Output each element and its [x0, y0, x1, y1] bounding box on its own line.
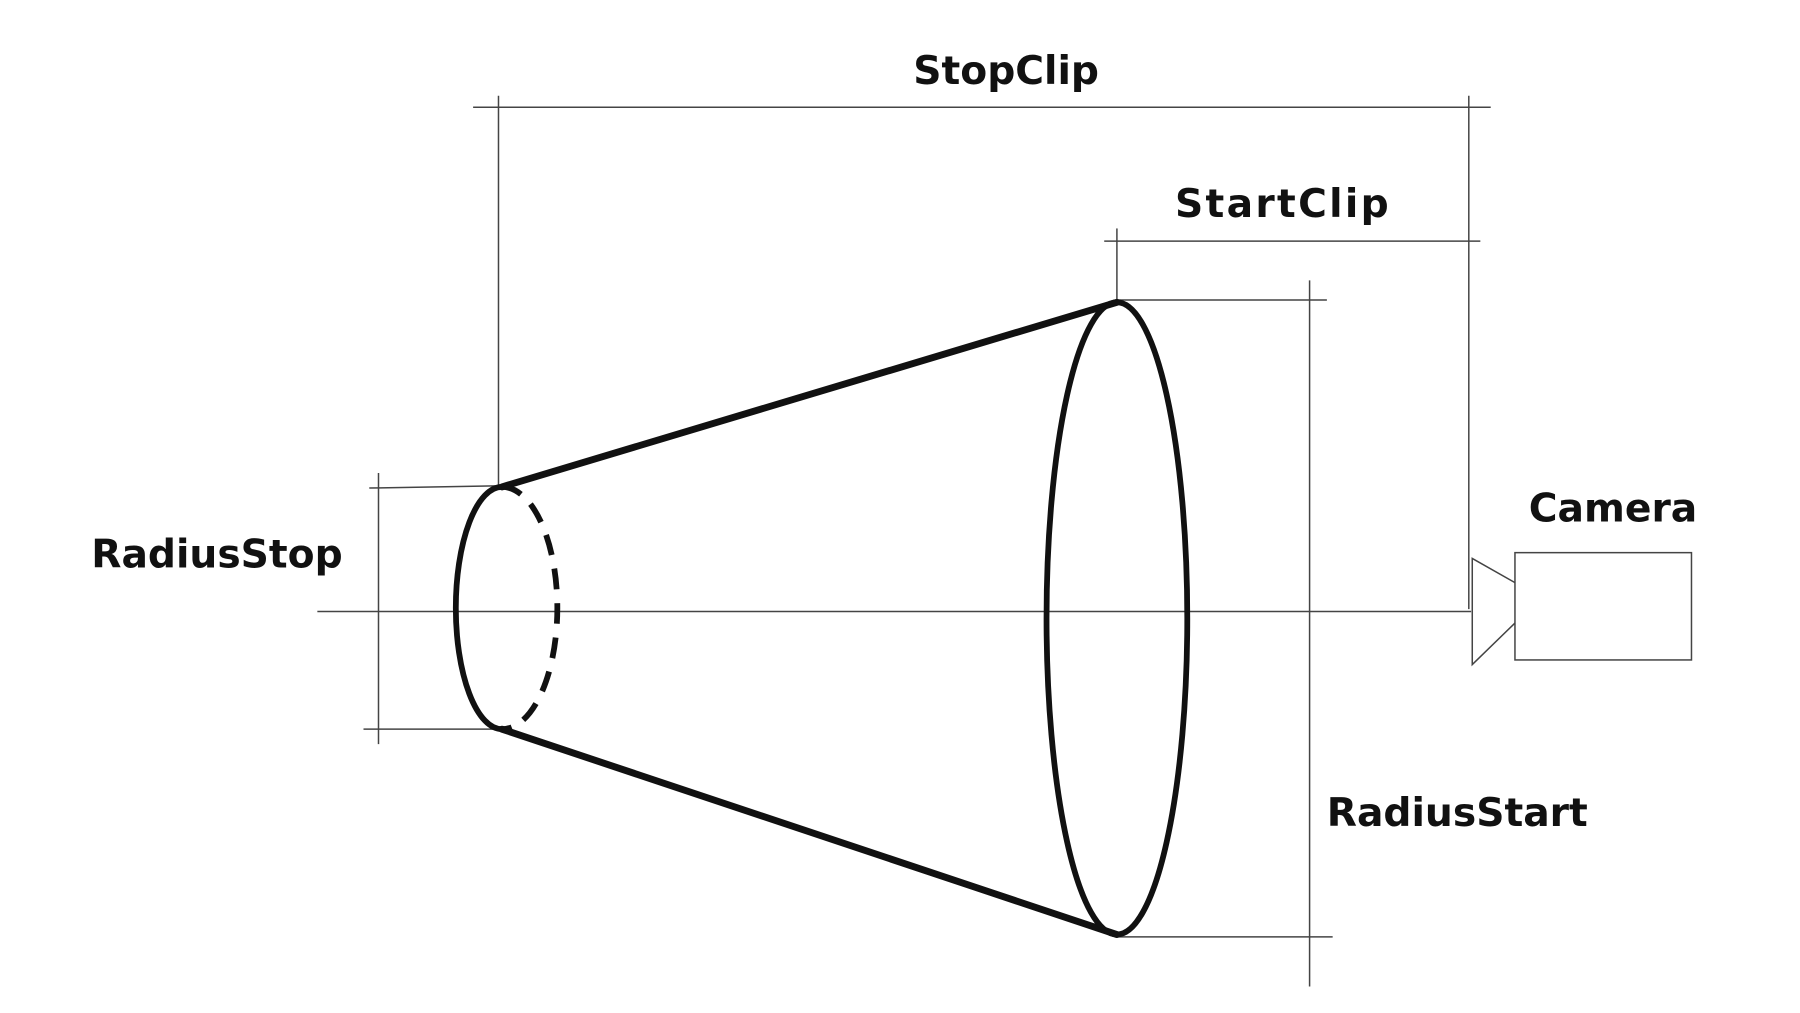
camera-label: Camera	[1529, 486, 1698, 531]
radius-start-dimension	[1116, 280, 1333, 987]
stop-clip-ellipse-back	[501, 484, 561, 733]
stop-clip-ellipse-front	[452, 484, 505, 733]
start-clip-dimension	[1104, 228, 1481, 303]
start-clip-label: StartClip	[1175, 182, 1391, 227]
radius-stop-label: RadiusStop	[91, 533, 342, 578]
start-clip-ellipse	[1043, 299, 1191, 938]
camera-icon	[1471, 551, 1693, 667]
clip-cone	[452, 298, 1191, 939]
stop-clip-label: StopClip	[913, 49, 1099, 94]
radius-start-label: RadiusStart	[1327, 791, 1588, 836]
radius-stop-dimension	[363, 473, 502, 745]
stop-clip-dimension	[473, 95, 1491, 610]
